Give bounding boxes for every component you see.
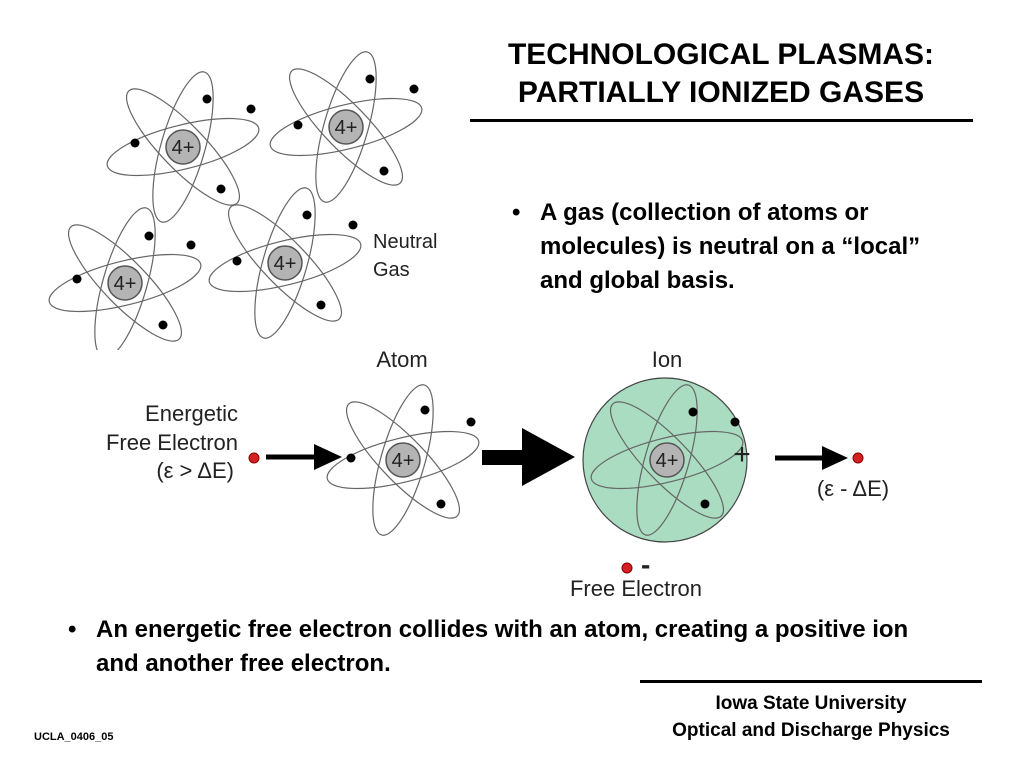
- footer-university: Iowa State University: [715, 693, 907, 714]
- energy-out-label: (ε - ΔE): [817, 476, 889, 501]
- bullet-ionization: • An energetic free electron collides wi…: [68, 613, 948, 685]
- nucleus-label: 4+: [335, 117, 358, 139]
- atom-label: Atom: [376, 347, 427, 372]
- nucleus-label: 4+: [114, 273, 137, 295]
- outgoing-electron: [852, 452, 864, 464]
- arrow-outgoing: [775, 446, 848, 470]
- arrow-to-atom: [266, 444, 342, 470]
- free-electron-label: Free Electron: [570, 576, 702, 601]
- gas-atom: [43, 201, 207, 350]
- title-underline: [470, 119, 973, 122]
- nucleus-label: 4+: [274, 253, 297, 275]
- nucleus-label: 4+: [172, 137, 195, 159]
- slide-code: UCLA_0406_05: [34, 731, 114, 743]
- nucleus-label: 4+: [392, 450, 415, 472]
- footer: Iowa State University Optical and Discha…: [640, 690, 982, 744]
- footer-rule: [640, 680, 982, 683]
- gas-atom: [264, 45, 428, 209]
- nucleus-label: 4+: [656, 450, 679, 472]
- freed-electron: [621, 562, 633, 574]
- bullet-dot: •: [512, 199, 521, 226]
- energetic-label: Energetic: [145, 401, 238, 426]
- collision-arrow: [482, 428, 575, 486]
- slide-title: TECHNOLOGICAL PLASMAS: PARTIALLY IONIZED…: [507, 38, 935, 109]
- energetic-label: Free Electron: [106, 430, 238, 455]
- neutral-gas-group: [43, 45, 428, 350]
- target-atom: [321, 378, 485, 542]
- bullet-neutral-gas: • A gas (collection of atoms or molecule…: [512, 196, 952, 306]
- gas-atom: [101, 65, 265, 229]
- freed-electron-charge: -: [641, 549, 650, 580]
- footer-department: Optical and Discharge Physics: [672, 720, 950, 741]
- gas-atom: [203, 181, 367, 345]
- energy-in-label: (ε > ΔE): [156, 458, 234, 483]
- bullet-dot: •: [68, 616, 77, 643]
- bullet-text: A gas (collection of atoms or molecules)…: [540, 199, 921, 294]
- incoming-electron: [248, 452, 260, 464]
- neutral-gas-label: Neutral: [373, 231, 437, 253]
- ion: [585, 378, 749, 542]
- ion-charge: +: [733, 438, 751, 471]
- bullet-text: An energetic free electron collides with…: [96, 616, 909, 677]
- ion-label: Ion: [652, 347, 683, 372]
- neutral-gas-label: Gas: [373, 259, 410, 281]
